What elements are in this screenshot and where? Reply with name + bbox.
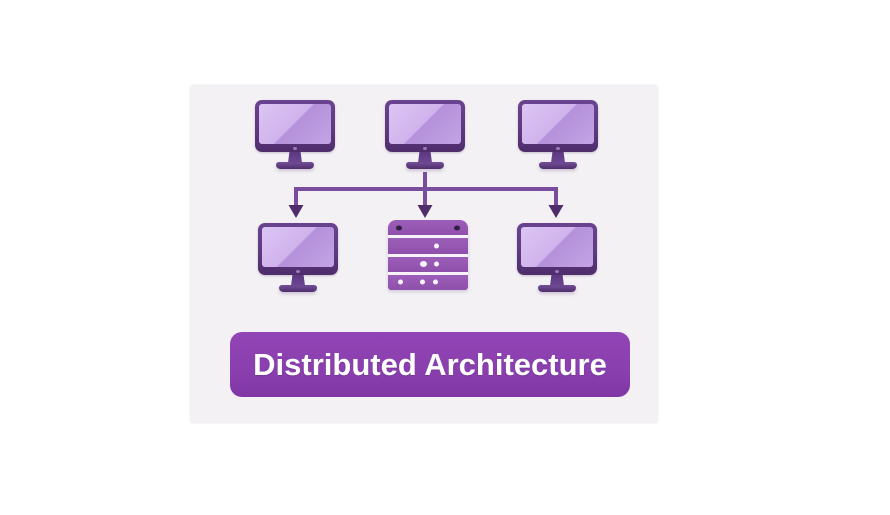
server-led bbox=[420, 261, 427, 268]
server-slot bbox=[388, 220, 468, 236]
monitor-logo-dot bbox=[556, 147, 560, 150]
monitor-bezel bbox=[255, 100, 335, 152]
server-slot bbox=[388, 274, 468, 290]
page-title: Distributed Architecture bbox=[253, 346, 607, 382]
monitor-logo-dot bbox=[555, 270, 559, 273]
monitor-stand-base bbox=[539, 162, 577, 169]
monitor-stand-base bbox=[406, 162, 444, 169]
monitor-stand-neck bbox=[291, 275, 305, 286]
monitor-screen bbox=[389, 104, 461, 144]
monitor-stand-neck bbox=[550, 275, 564, 286]
monitor-bezel bbox=[385, 100, 465, 152]
server-led bbox=[420, 279, 425, 285]
monitor-icon bbox=[517, 223, 597, 292]
monitor-stand-base bbox=[276, 162, 314, 169]
monitor-screen bbox=[521, 227, 593, 267]
monitor-logo-dot bbox=[293, 147, 297, 150]
server-screw bbox=[396, 225, 402, 231]
title-banner: Distributed Architecture bbox=[230, 332, 630, 397]
monitor-screen bbox=[262, 227, 334, 267]
monitor-stand-base bbox=[279, 285, 317, 292]
monitor-screen bbox=[522, 104, 594, 144]
server-slot bbox=[388, 256, 468, 272]
monitor-logo-dot bbox=[423, 147, 427, 150]
monitor-stand-neck bbox=[418, 152, 432, 163]
monitor-stand-base bbox=[538, 285, 576, 292]
monitor-stand-neck bbox=[288, 152, 302, 163]
server-led bbox=[432, 279, 438, 285]
monitor-bezel bbox=[517, 223, 597, 275]
server-led bbox=[434, 243, 440, 249]
monitor-bezel bbox=[258, 223, 338, 275]
monitor-logo-dot bbox=[296, 270, 300, 273]
server-led bbox=[434, 261, 440, 267]
monitor-icon bbox=[258, 223, 338, 292]
monitor-icon bbox=[518, 100, 598, 169]
server-screw bbox=[454, 225, 460, 231]
server-led bbox=[397, 279, 403, 285]
monitor-bezel bbox=[518, 100, 598, 152]
server-rack-icon bbox=[388, 220, 468, 290]
monitor-icon bbox=[255, 100, 335, 169]
server-slot bbox=[388, 238, 468, 254]
monitor-stand-neck bbox=[551, 152, 565, 163]
monitor-icon bbox=[385, 100, 465, 169]
monitor-screen bbox=[259, 104, 331, 144]
